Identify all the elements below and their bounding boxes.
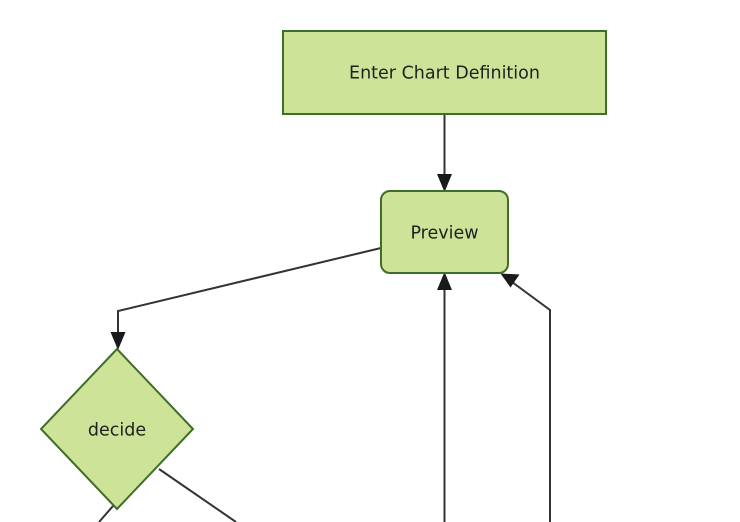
node-diamond[interactable] [39, 347, 195, 511]
arrowhead-icon [437, 272, 452, 290]
edge-line [511, 281, 551, 522]
node-label: Preview [410, 224, 478, 244]
node-label: Enter Chart Definition [349, 64, 540, 84]
edge-decide-bottom-out [98, 505, 114, 522]
edge-line [158, 468, 237, 522]
edge-layer [98, 114, 551, 522]
edge-return-right-to-preview [500, 273, 551, 522]
arrowhead-icon [500, 273, 520, 288]
arrowhead-icon [110, 332, 126, 350]
edge-preview-to-decide [110, 247, 382, 350]
node-rectangle[interactable] [282, 30, 607, 115]
edge-line [98, 505, 114, 522]
node-decide[interactable]: decide [39, 347, 195, 511]
node-preview[interactable]: Preview [380, 190, 509, 274]
edge-line [117, 247, 382, 341]
edge-enter-to-preview [437, 114, 452, 192]
node-layer: Enter Chart Definition Preview decide [39, 30, 607, 511]
node-label: decide [88, 421, 146, 441]
edge-decide-right-out [158, 468, 237, 522]
node-rounded-rectangle[interactable] [380, 190, 509, 274]
edge-return-center-to-preview [437, 272, 452, 522]
arrowhead-icon [437, 174, 452, 192]
node-enter-chart-definition[interactable]: Enter Chart Definition [282, 30, 607, 115]
